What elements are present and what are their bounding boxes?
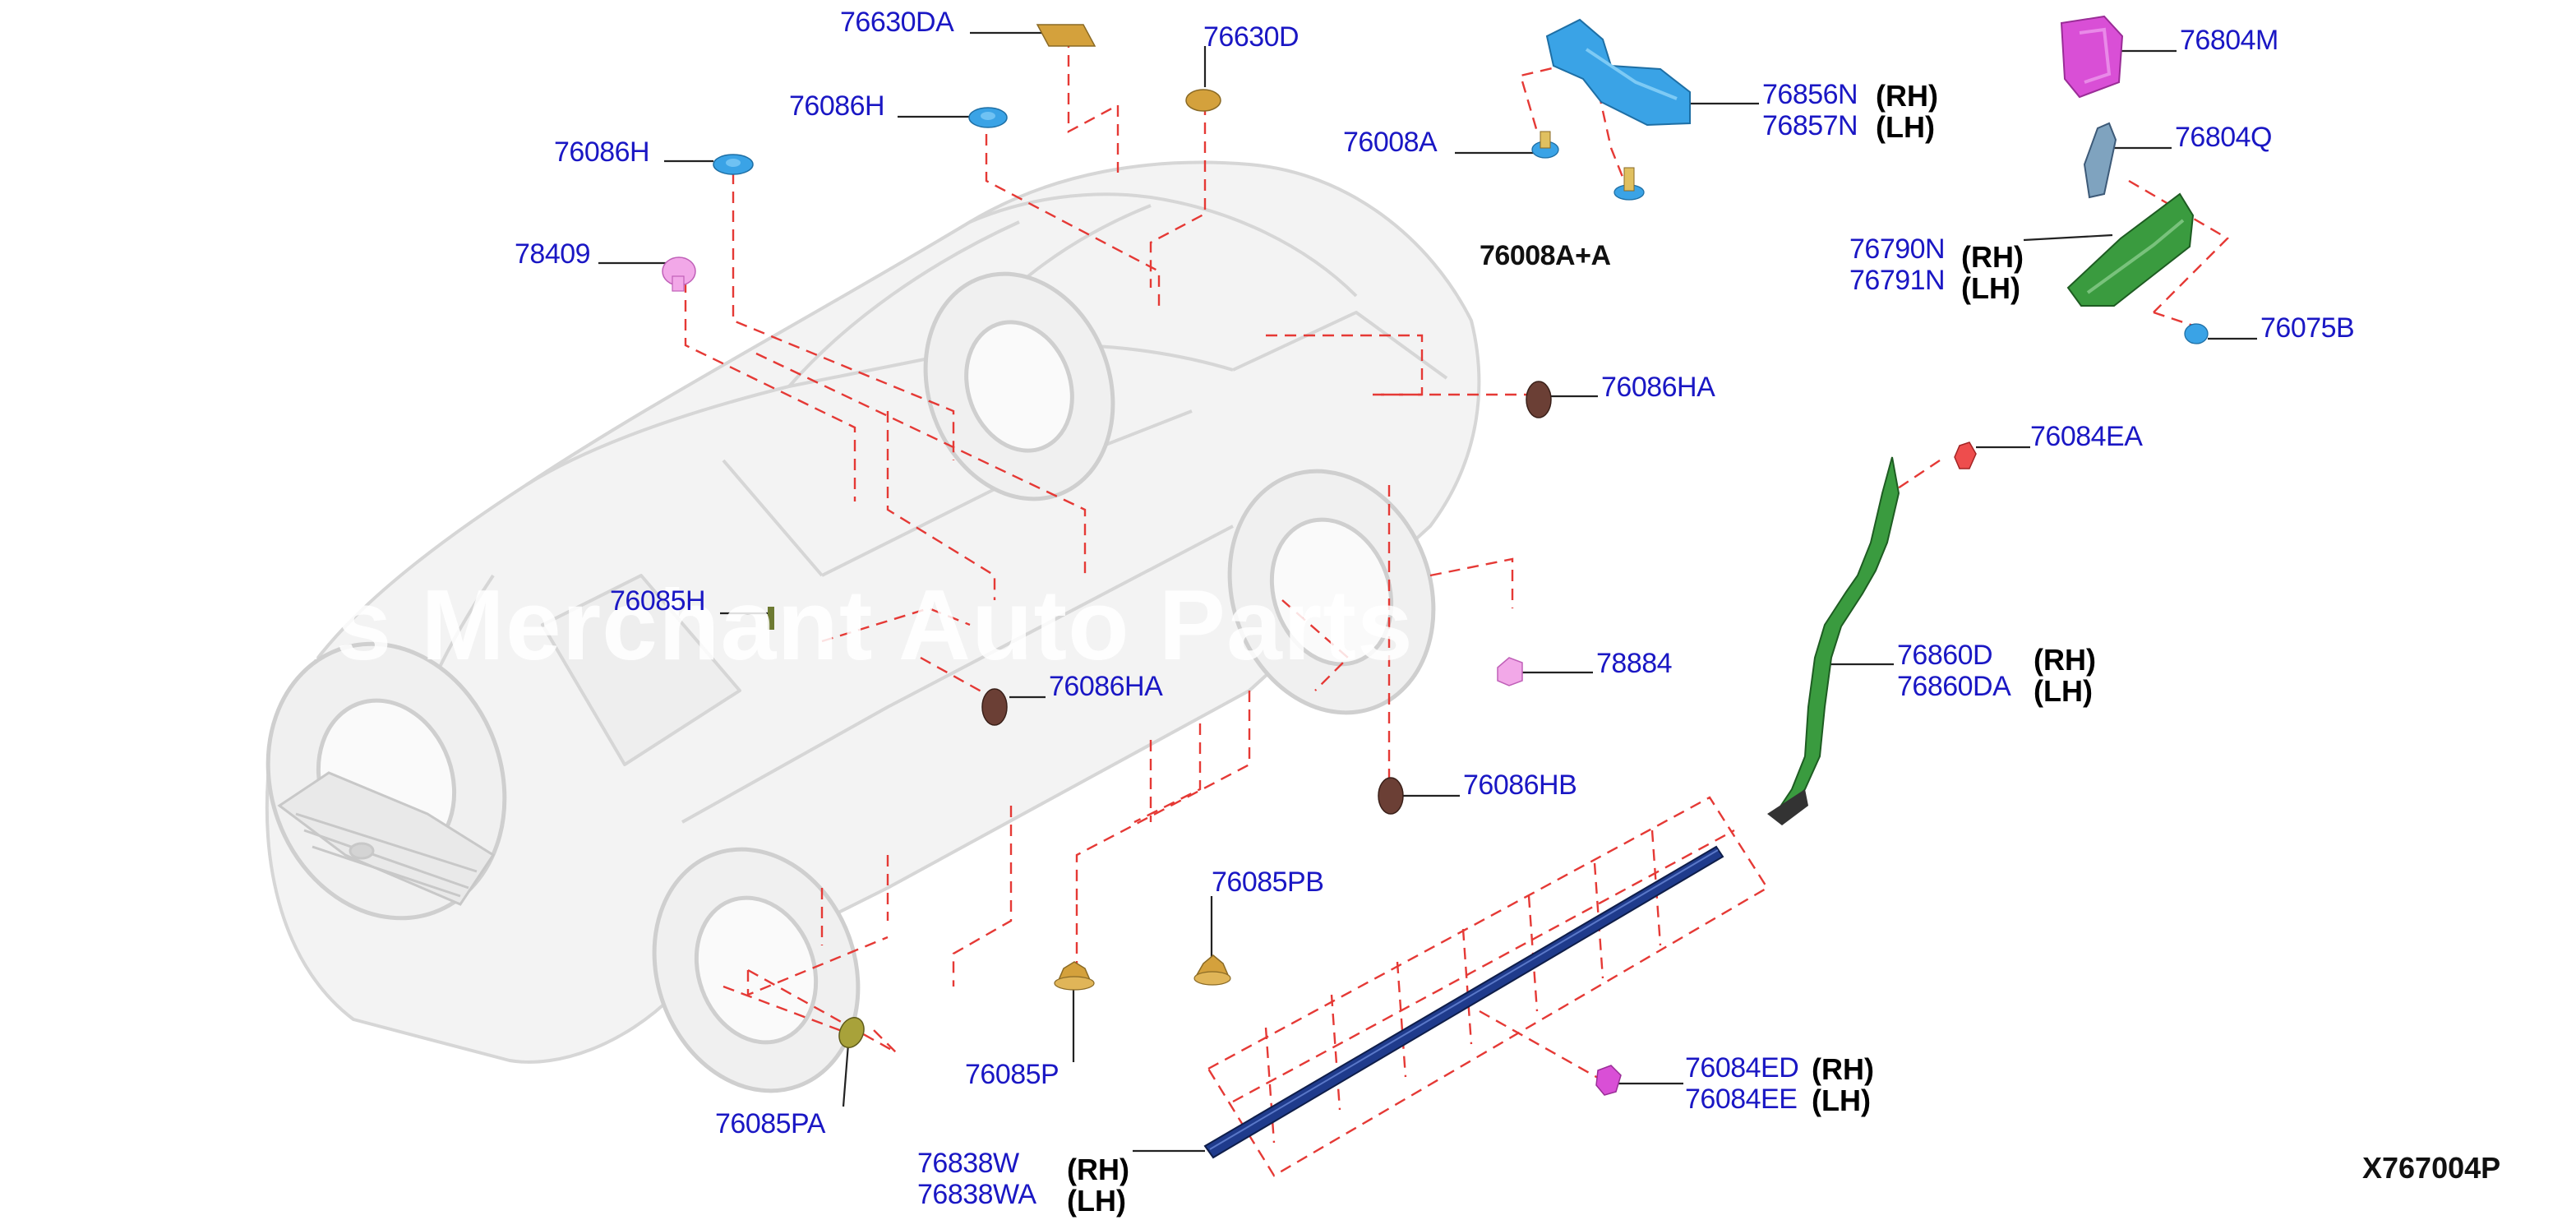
clip-78409 [662,256,696,292]
label-76086H-left[interactable]: 76086H [554,136,650,168]
clip-76084EA [1954,441,1977,469]
label-76086HB[interactable]: 76086HB [1463,769,1577,801]
label-76857N[interactable]: 76857N [1762,110,1858,141]
clip-76084ED [1595,1065,1622,1096]
grommet-76630D [1185,89,1221,112]
clip-76086H-top [968,107,1008,128]
label-76630D[interactable]: 76630D [1203,21,1300,53]
insulator-76804M [2060,15,2124,99]
label-76085PB[interactable]: 76085PB [1212,866,1324,898]
lh-marker: (LH) [1067,1184,1126,1218]
clip-76630DA [1036,24,1096,47]
lh-marker: (LH) [1961,271,2020,305]
leader-lines [598,31,2257,1153]
grommet-76086HA-rear [1526,381,1552,418]
clip-76008AA [1613,167,1645,201]
label-76856N[interactable]: 76856N [1762,79,1858,110]
clip-76085PB [1193,954,1231,986]
label-78884[interactable]: 78884 [1596,648,1673,679]
rocker-molding-76838W [1203,845,1724,1159]
vehicle-grille [277,771,496,906]
label-76086HA-rear[interactable]: 76086HA [1601,372,1715,403]
label-76838W[interactable]: 76838W [917,1148,1019,1179]
vehicle-outline [265,160,1481,1064]
clip-76085H [768,607,774,630]
label-76804Q[interactable]: 76804Q [2175,122,2273,153]
clip-76075B [2184,323,2209,344]
clip-76085PA [838,1017,865,1048]
label-76008A[interactable]: 76008A [1343,127,1438,158]
plate-76804Q [2083,122,2117,199]
rh-marker: (RH) [2034,643,2096,677]
label-76075B[interactable]: 76075B [2260,312,2355,344]
watermark: rs Merchant Auto Parts Co [296,569,1578,681]
label-76838WA[interactable]: 76838WA [917,1179,1036,1210]
clip-76085P [1054,961,1095,991]
lh-marker: (LH) [1812,1084,1871,1117]
clip-78884 [1497,657,1523,686]
label-76860D[interactable]: 76860D [1897,640,1993,671]
label-76790N[interactable]: 76790N [1849,233,1946,265]
label-76804M[interactable]: 76804M [2180,25,2278,56]
label-76084EA[interactable]: 76084EA [2030,421,2143,452]
grommet-76086HA-door [981,688,1008,726]
label-76085H[interactable]: 76085H [610,585,706,617]
label-76630DA[interactable]: 76630DA [840,7,954,38]
label-76085P[interactable]: 76085P [965,1059,1059,1090]
label-76084ED[interactable]: 76084ED [1685,1052,1799,1084]
rh-marker: (RH) [1812,1052,1874,1086]
dashed-guides [684,36,2229,1177]
rh-marker: (RH) [1067,1153,1129,1186]
label-76860DA[interactable]: 76860DA [1897,671,2011,702]
label-76008AA[interactable]: 76008A+A [1480,240,1611,271]
lh-marker: (LH) [2034,674,2093,708]
label-76086HA-door[interactable]: 76086HA [1049,671,1163,702]
label-76086H-top[interactable]: 76086H [789,90,885,122]
lh-marker: (LH) [1876,110,1935,144]
clip-76008A [1531,131,1559,159]
molding-76860D [1767,456,1900,825]
label-76084EE[interactable]: 76084EE [1685,1084,1798,1115]
label-76085PA[interactable]: 76085PA [715,1108,825,1139]
clip-76086H-left [713,154,754,175]
bracket-76790N [2066,192,2195,307]
label-76791N[interactable]: 76791N [1849,265,1946,296]
rh-marker: (RH) [1876,79,1938,113]
rh-marker: (RH) [1961,240,2024,274]
diagram-code: X767004P [2362,1151,2501,1185]
label-78409[interactable]: 78409 [515,238,591,270]
grommet-76086HB [1378,777,1404,815]
bracket-76856N [1545,18,1691,127]
